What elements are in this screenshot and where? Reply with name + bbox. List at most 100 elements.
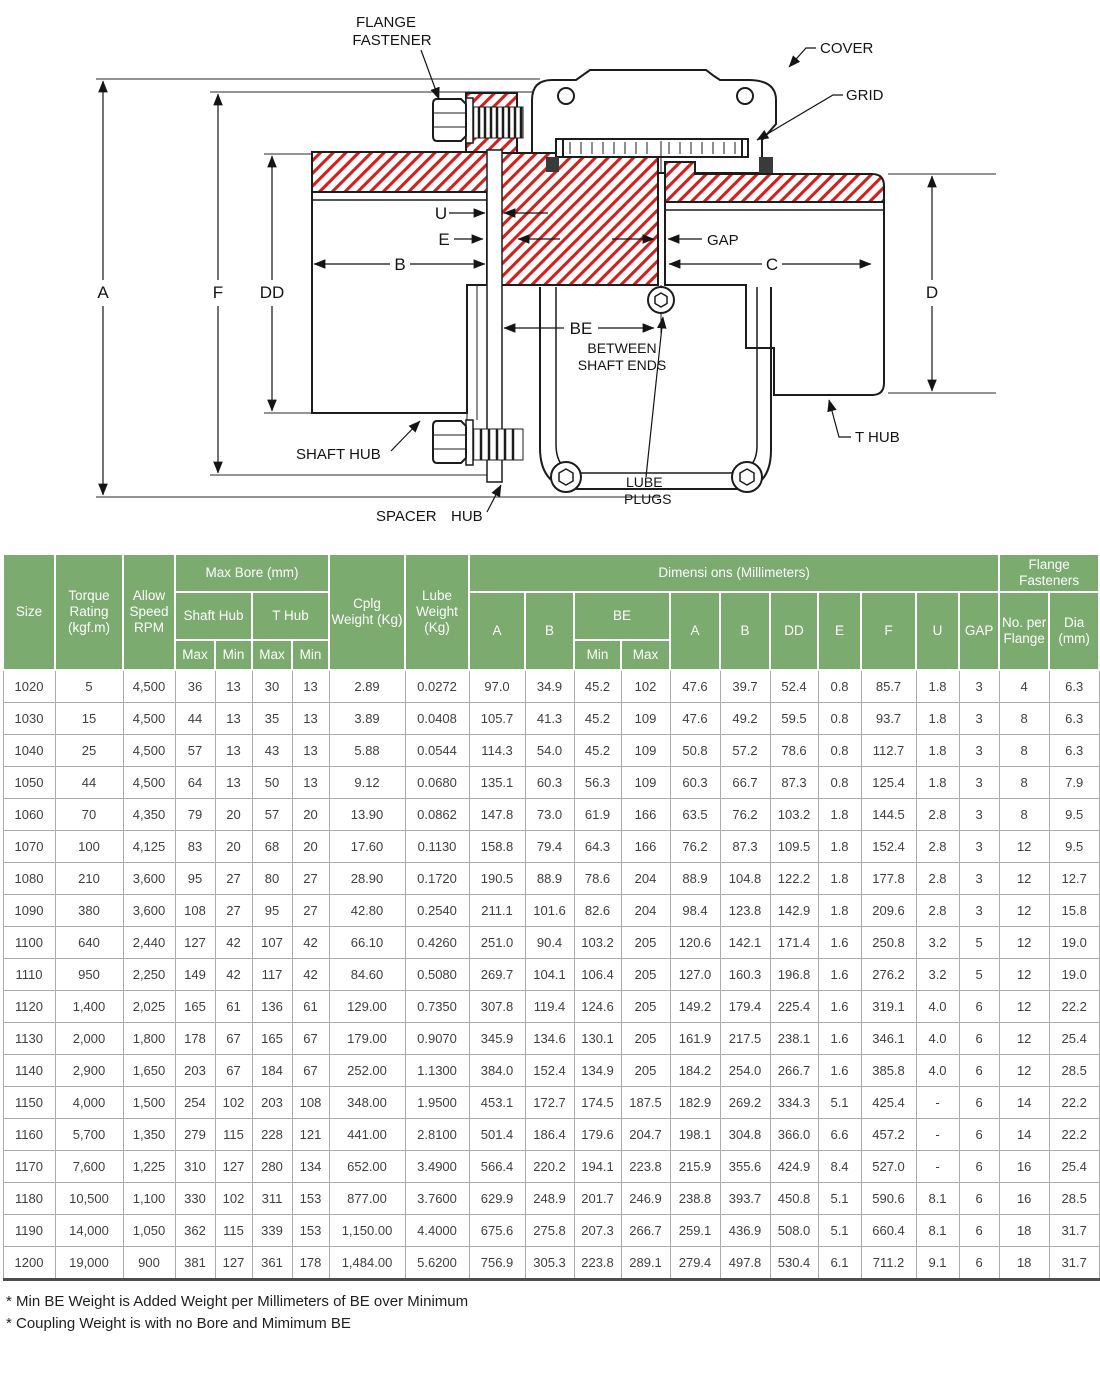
be-caption-line2: SHAFT ENDS [578, 357, 666, 373]
table-cell: 142.1 [719, 925, 771, 959]
table-cell: 384.0 [468, 1053, 526, 1087]
table-cell: 223.8 [573, 1245, 622, 1281]
table-cell: 108 [291, 1085, 330, 1119]
table-cell: 78.6 [573, 861, 622, 895]
table-cell: 2.89 [328, 669, 406, 703]
table-cell: 103.2 [769, 797, 819, 831]
table-cell: 42 [214, 957, 253, 991]
table-cell: 60.3 [524, 765, 575, 799]
table-cell: 39.7 [719, 669, 771, 703]
table-cell: 102 [214, 1181, 253, 1215]
col-header-b2: B [719, 590, 772, 671]
table-cell: 310 [174, 1149, 216, 1183]
table-cell: 6 [958, 1021, 1000, 1055]
table-cell: 280 [251, 1149, 293, 1183]
table-cell: 109 [620, 765, 671, 799]
flange-fastener-label-line2: FASTENER [352, 32, 431, 49]
table-cell: 7.9 [1048, 765, 1100, 799]
table-cell: 8 [998, 765, 1050, 799]
table-cell: 166 [620, 797, 671, 831]
table-cell: 177.8 [860, 861, 917, 895]
footnotes: * Min BE Weight is Added Weight per Mill… [6, 1291, 1096, 1335]
table-cell: 147.8 [468, 797, 526, 831]
table-cell: 1.8 [915, 701, 960, 735]
table-cell: 1.9500 [404, 1085, 470, 1119]
table-cell: 44 [54, 765, 124, 799]
table-cell: 12 [998, 893, 1050, 927]
table-cell: 103.2 [573, 925, 622, 959]
table-cell: 348.00 [328, 1085, 406, 1119]
table-cell: 64.3 [573, 829, 622, 863]
dim-e-label: E [438, 230, 449, 249]
table-cell: 13 [291, 669, 330, 703]
table-cell: 259.1 [669, 1213, 721, 1247]
table-cell: 7,600 [54, 1149, 124, 1183]
table-cell: 153 [291, 1213, 330, 1247]
flange-fastener-shape [432, 97, 524, 144]
table-cell: 13 [214, 669, 253, 703]
table-cell: - [915, 1117, 960, 1151]
table-cell: 8 [998, 701, 1050, 735]
table-cell: 13.90 [328, 797, 406, 831]
table-cell: 238.1 [769, 1021, 819, 1055]
col-header-dd: DD [769, 590, 820, 671]
table-cell: 756.9 [468, 1245, 526, 1281]
table-cell: 269.2 [719, 1085, 771, 1119]
col-header-t-hub: T Hub [250, 590, 331, 641]
table-cell: 0.8 [817, 701, 862, 735]
table-cell: 27 [291, 893, 330, 927]
table-cell: 0.8 [817, 765, 862, 799]
table-cell: 186.4 [524, 1117, 575, 1151]
table-cell: 3.4900 [404, 1149, 470, 1183]
table-cell: 204 [620, 893, 671, 927]
table-cell: 207.3 [573, 1213, 622, 1247]
table-cell: 1.6 [817, 957, 862, 991]
col-header-max-bore: Max Bore (mm) [173, 553, 331, 593]
table-cell: 142.9 [769, 893, 819, 927]
table-cell: 179.00 [328, 1021, 406, 1055]
table-cell: 0.8 [817, 669, 862, 703]
table-cell: 1,400 [54, 989, 124, 1023]
table-cell: 220.2 [524, 1149, 575, 1183]
table-cell: 105.7 [468, 701, 526, 735]
table-cell: 18 [998, 1245, 1050, 1281]
table-cell: 158.8 [468, 829, 526, 863]
table-cell: 1070 [2, 829, 56, 863]
table-cell: 13 [291, 765, 330, 799]
table-cell: 6 [958, 1085, 1000, 1119]
table-cell: 1.8 [817, 861, 862, 895]
dim-dd-label: DD [260, 283, 285, 302]
table-cell: 6 [958, 1213, 1000, 1247]
table-cell: 0.1130 [404, 829, 470, 863]
table-cell: 3,600 [122, 861, 176, 895]
table-cell: 76.2 [719, 797, 771, 831]
col-header-be: BE [573, 590, 672, 641]
table-cell: 501.4 [468, 1117, 526, 1151]
t-hub-label: T HUB [855, 429, 900, 446]
table-cell: 56.3 [573, 765, 622, 799]
flange-fastener-label-line1: FLANGE [356, 14, 416, 31]
table-cell: 5.88 [328, 733, 406, 767]
table-cell: 121 [291, 1117, 330, 1151]
table-cell: 101.6 [524, 893, 575, 927]
table-cell: 59.5 [769, 701, 819, 735]
table-cell: 8.4 [817, 1149, 862, 1183]
table-cell: 100 [54, 829, 124, 863]
table-cell: 152.4 [860, 829, 917, 863]
table-cell: 5 [958, 957, 1000, 991]
table-cell: 109 [620, 733, 671, 767]
table-cell: 4,500 [122, 733, 176, 767]
table-cell: 0.0408 [404, 701, 470, 735]
table-cell: 0.9070 [404, 1021, 470, 1055]
table-cell: 114.3 [468, 733, 526, 767]
table-cell: 250.8 [860, 925, 917, 959]
table-cell: 127 [174, 925, 216, 959]
table-cell: 1180 [2, 1181, 56, 1215]
datasheet-page: FLANGE FASTENER COVER GRID A F DD D U E … [2, 14, 1100, 1335]
table-cell: 1,484.00 [328, 1245, 406, 1281]
